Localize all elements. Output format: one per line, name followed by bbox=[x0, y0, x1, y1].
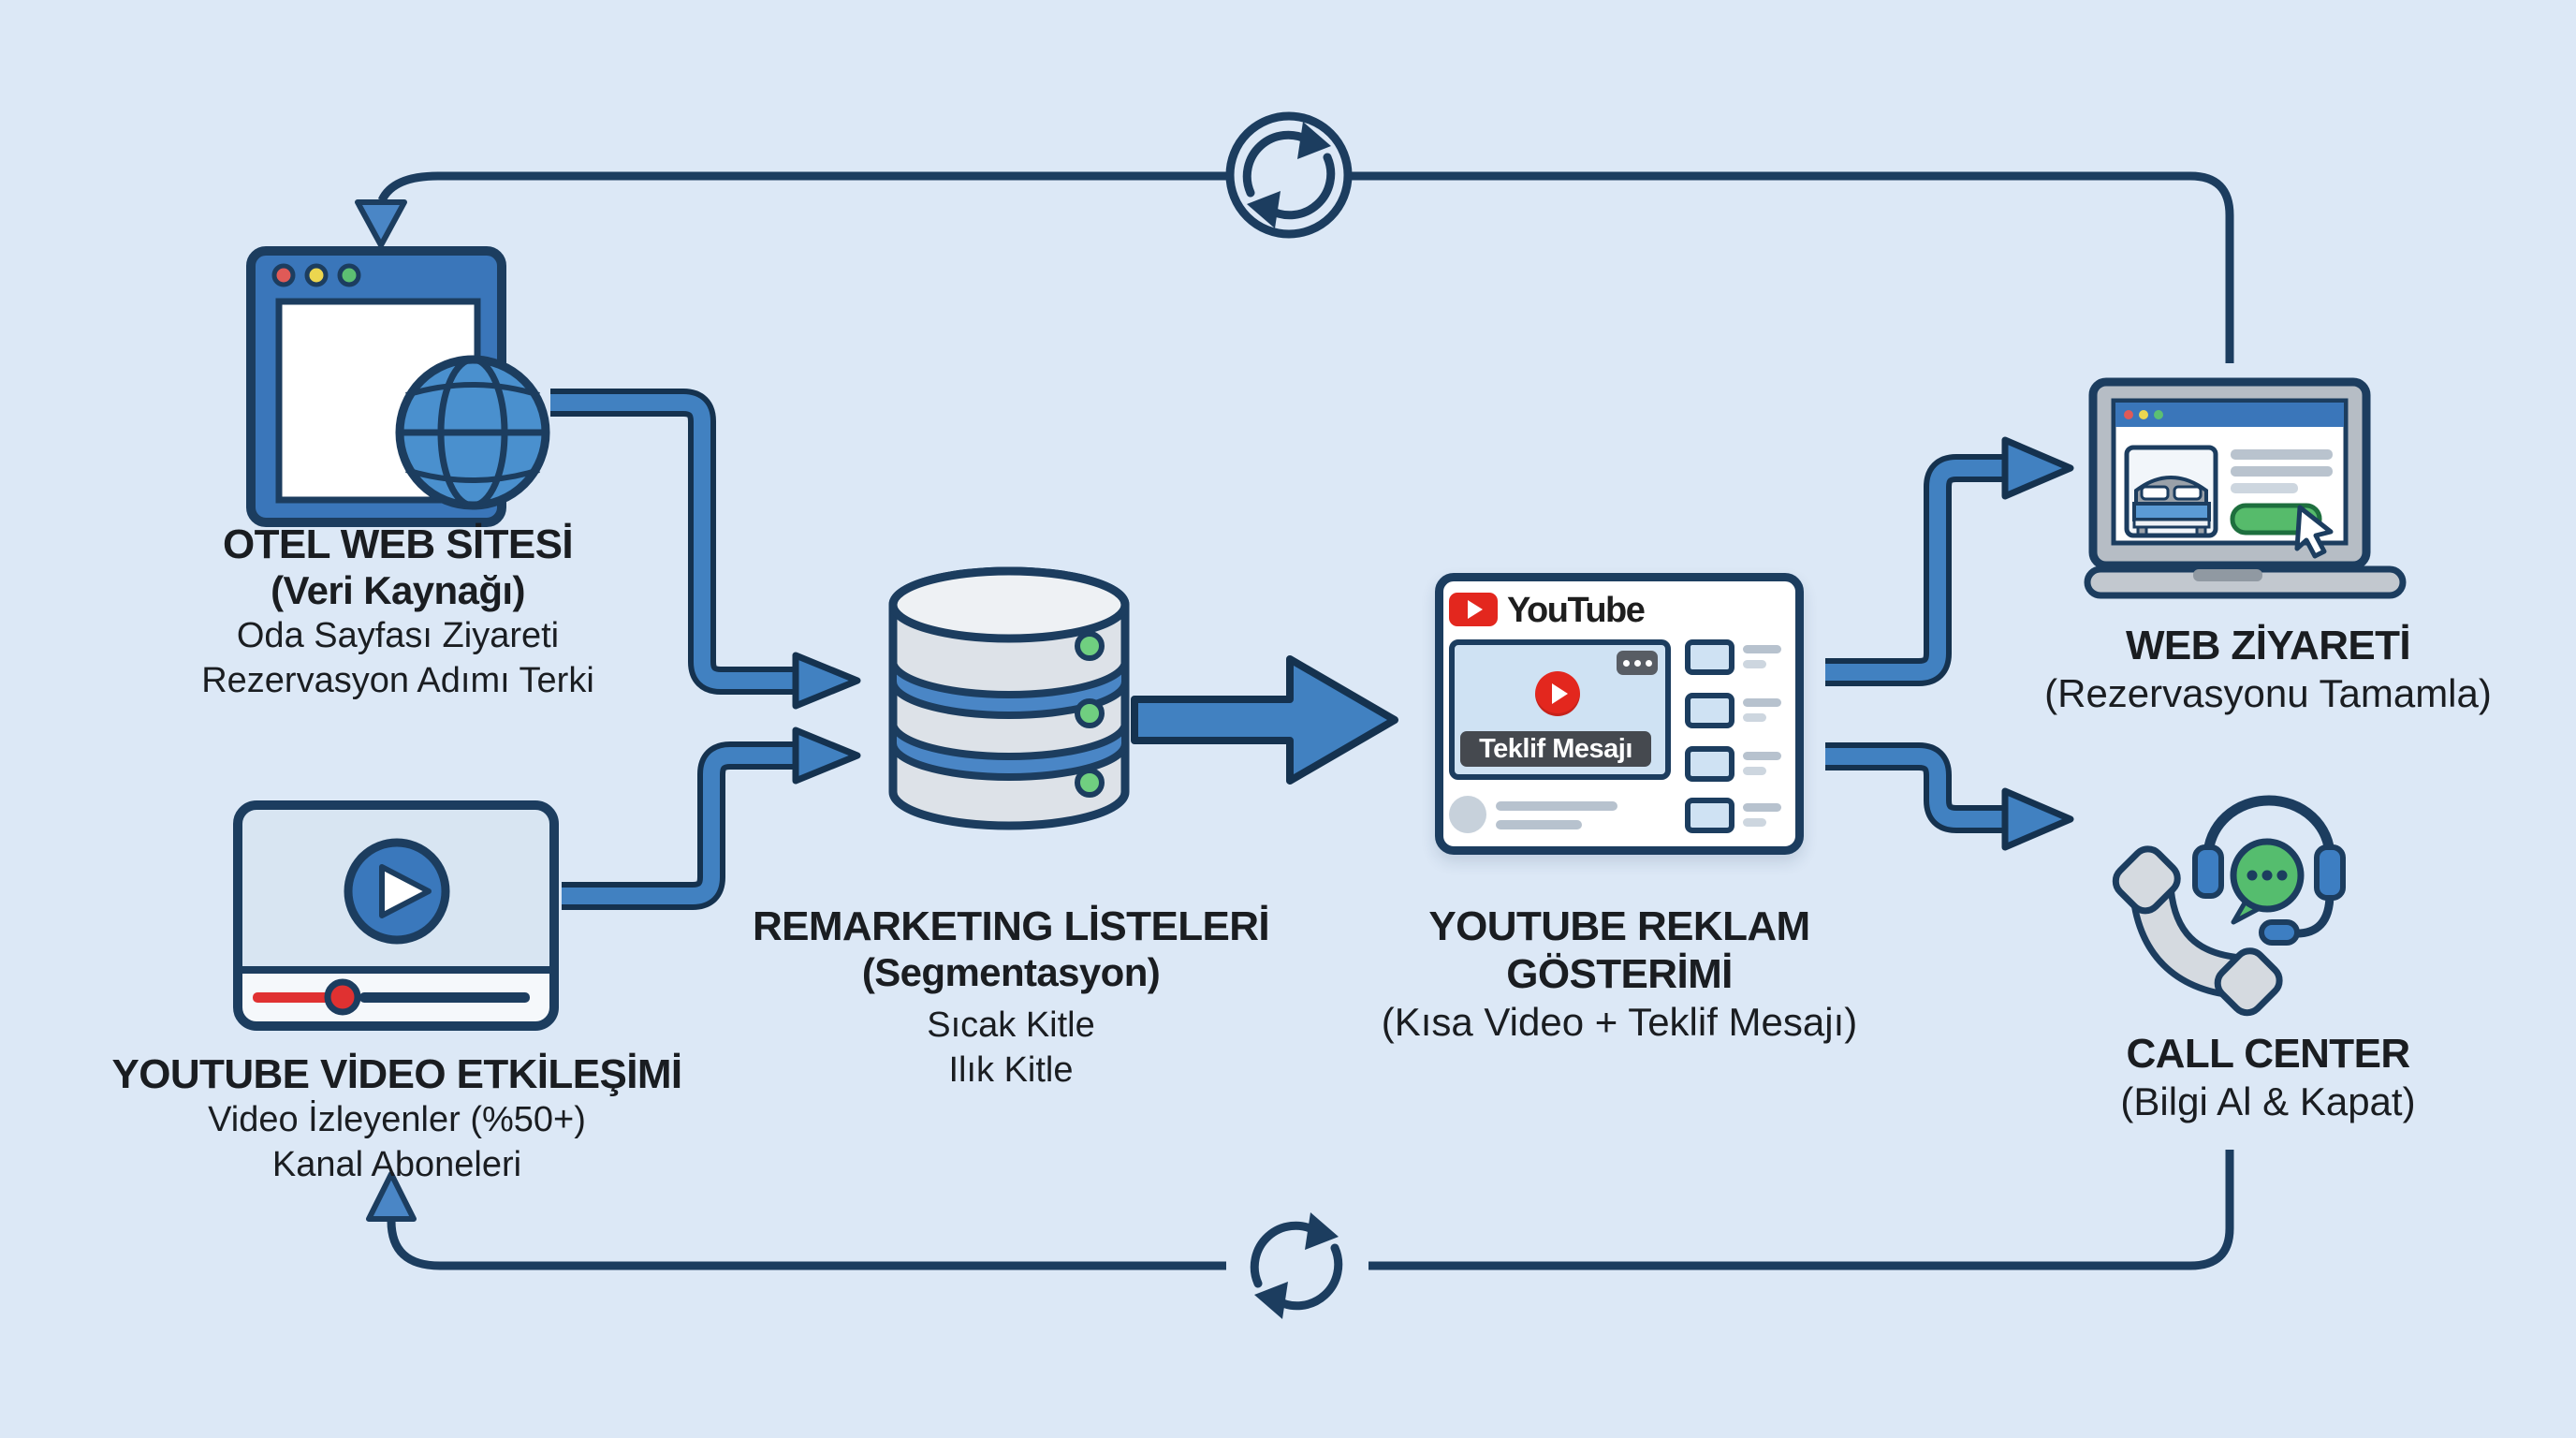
ad-video-area: Teklif Mesajı bbox=[1449, 639, 1671, 780]
suggested-video-thumb bbox=[1685, 693, 1734, 728]
text-placeholder-line bbox=[2231, 449, 2333, 460]
remarketing-subtitle: (Segmentasyon) bbox=[861, 950, 1161, 995]
status-led bbox=[1075, 631, 1105, 661]
remarketing-label: REMARKETING LİSTELERİ (Segmentasyon) Sıc… bbox=[730, 902, 1292, 1093]
laptop-icon bbox=[2084, 377, 2407, 599]
hotel-website-line: Oda Sayfası Ziyareti bbox=[236, 615, 560, 655]
hotel-website-label: OTEL WEB SİTESİ (Veri Kaynağı) Oda Sayfa… bbox=[108, 521, 688, 704]
sync-icon-top bbox=[1225, 111, 1353, 239]
web-visit-subtitle: (Rezervasyonu Tamamla) bbox=[2044, 671, 2492, 716]
text-placeholder-line bbox=[1743, 767, 1766, 775]
youtube-engagement-line: Video İzleyenler (%50+) bbox=[208, 1100, 586, 1140]
progress-bar bbox=[253, 978, 530, 1016]
remarketing-line: Ilık Kitle bbox=[948, 1049, 1074, 1090]
youtube-ad-label: YOUTUBE REKLAM GÖSTERİMİ (Kısa Video + T… bbox=[1339, 902, 1900, 1048]
suggested-video-thumb bbox=[1685, 639, 1734, 675]
sync-icon-bottom bbox=[1250, 1212, 1343, 1319]
browser-globe-icon bbox=[246, 246, 550, 527]
status-led bbox=[1075, 768, 1105, 798]
chat-bubble-icon bbox=[2230, 838, 2305, 925]
text-placeholder-line bbox=[1743, 660, 1766, 668]
remarketing-title: REMARKETING LİSTELERİ bbox=[752, 903, 1270, 949]
loop-arrowhead-down bbox=[355, 199, 407, 248]
cursor-icon bbox=[2294, 505, 2334, 559]
youtube-ad-mockup: YouTube Teklif Mesajı bbox=[1435, 573, 1804, 855]
feedback-loop-bottom bbox=[366, 1150, 2234, 1319]
youtube-engagement-label: YOUTUBE VİDEO ETKİLEŞİMİ Video İzleyenle… bbox=[97, 1050, 696, 1188]
youtube-ad-title: YOUTUBE REKLAM GÖSTERİMİ bbox=[1428, 903, 1810, 998]
call-center-title: CALL CENTER bbox=[2126, 1031, 2410, 1077]
youtube-engagement-line: Kanal Aboneleri bbox=[271, 1144, 522, 1184]
call-center-label: CALL CENTER (Bilgi Al & Kapat) bbox=[1987, 1030, 2549, 1127]
arrow-lists-to-ad bbox=[1131, 655, 1398, 785]
text-placeholder-line bbox=[1743, 752, 1781, 760]
arrow-ad-to-call bbox=[1825, 742, 2074, 851]
web-visit-label: WEB ZİYARETİ (Rezervasyonu Tamamla) bbox=[1987, 622, 2549, 719]
text-placeholder-line bbox=[1743, 698, 1781, 707]
progress-handle bbox=[324, 978, 361, 1016]
arrow-ad-to-web bbox=[1825, 436, 2074, 686]
suggested-video-thumb bbox=[1685, 798, 1734, 833]
arrow-website-to-lists bbox=[550, 389, 861, 710]
database-band bbox=[889, 722, 1129, 781]
browser-titlebar bbox=[2115, 403, 2344, 427]
text-placeholder-line bbox=[1743, 713, 1766, 722]
avatar bbox=[1449, 796, 1486, 833]
headset-icon bbox=[2192, 795, 2346, 946]
hotel-website-title: OTEL WEB SİTESİ bbox=[222, 521, 574, 567]
window-dot-green bbox=[2154, 410, 2163, 419]
mic-icon bbox=[2259, 919, 2300, 946]
feedback-loop-top bbox=[355, 111, 2234, 363]
play-button-icon bbox=[344, 838, 450, 945]
window-dot-red bbox=[271, 263, 296, 287]
status-led bbox=[1075, 698, 1105, 728]
text-placeholder-line bbox=[1743, 803, 1781, 812]
window-dot-green bbox=[337, 263, 361, 287]
youtube-ad-subtitle: (Kısa Video + Teklif Mesajı) bbox=[1381, 1000, 1858, 1045]
text-placeholder-line bbox=[2231, 483, 2298, 493]
text-placeholder-line bbox=[1496, 801, 1617, 811]
arrow-video-to-lists bbox=[562, 726, 861, 910]
video-player-icon bbox=[233, 800, 559, 1031]
call-center-icon bbox=[2112, 795, 2346, 1017]
text-placeholder-line bbox=[2231, 466, 2333, 477]
youtube-logo-icon bbox=[1449, 593, 1498, 626]
text-placeholder-line bbox=[1496, 820, 1582, 829]
window-dot-yellow bbox=[2139, 410, 2148, 419]
globe-icon bbox=[395, 355, 550, 510]
window-dot-red bbox=[2124, 410, 2133, 419]
room-thumbnail bbox=[2124, 445, 2218, 538]
youtube-logo-text: YouTube bbox=[1507, 591, 1646, 630]
remarketing-line: Sıcak Kitle bbox=[927, 1005, 1095, 1045]
hotel-website-subtitle: (Veri Kaynağı) bbox=[271, 568, 525, 613]
youtube-engagement-title: YOUTUBE VİDEO ETKİLEŞİMİ bbox=[111, 1051, 683, 1097]
hotel-website-line: Rezervasyon Adımı Terki bbox=[201, 660, 594, 700]
phone-handset-icon bbox=[2112, 845, 2283, 1017]
window-dot-yellow bbox=[304, 263, 329, 287]
loop-arrowhead-up bbox=[366, 1171, 417, 1222]
suggested-video-thumb bbox=[1685, 746, 1734, 782]
database-band bbox=[889, 660, 1129, 719]
text-placeholder-line bbox=[1743, 818, 1766, 827]
text-placeholder-line bbox=[1743, 645, 1781, 653]
laptop-notch bbox=[2193, 569, 2262, 581]
ad-play-button-icon bbox=[1535, 671, 1580, 716]
call-center-subtitle: (Bilgi Al & Kapat) bbox=[2120, 1079, 2416, 1124]
menu-dots-icon bbox=[1617, 651, 1658, 675]
database-icon bbox=[888, 566, 1130, 830]
web-visit-title: WEB ZİYARETİ bbox=[2125, 623, 2411, 668]
offer-message-badge: Teklif Mesajı bbox=[1460, 731, 1651, 767]
